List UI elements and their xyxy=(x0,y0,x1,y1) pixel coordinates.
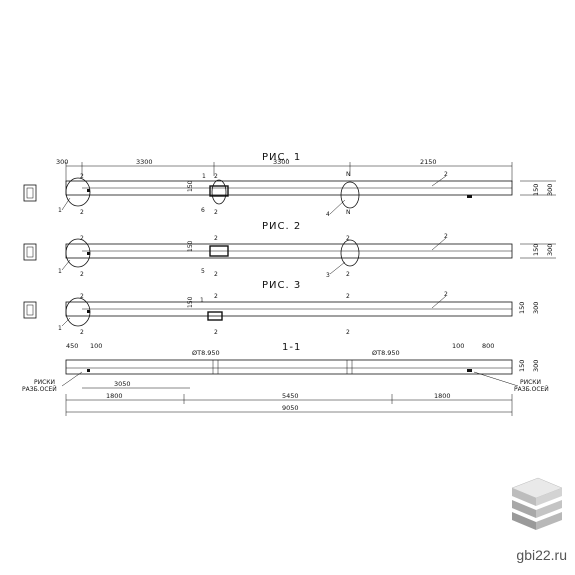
svg-text:300: 300 xyxy=(532,360,540,372)
bar-label-right: ØТ8.950 xyxy=(372,349,400,357)
svg-text:2: 2 xyxy=(444,291,448,298)
svg-text:N: N xyxy=(346,209,351,216)
svg-text:150: 150 xyxy=(187,296,194,308)
figure-3-title: РИС. 3 xyxy=(262,280,301,291)
site-watermark: gbi22.ru xyxy=(516,547,567,563)
svg-text:3: 3 xyxy=(326,272,330,279)
svg-text:150: 150 xyxy=(187,180,194,192)
svg-text:150: 150 xyxy=(518,302,526,314)
svg-text:2: 2 xyxy=(80,293,84,300)
marks-right-line2: РАЗБ.ОСЕЙ xyxy=(514,386,549,393)
stacked-slabs-logo xyxy=(511,477,563,530)
svg-text:2: 2 xyxy=(214,329,218,336)
svg-text:2: 2 xyxy=(80,173,84,180)
marks-right-line1: РИСКИ xyxy=(520,379,541,386)
dim-800: 800 xyxy=(482,342,494,350)
dim-9050: 9050 xyxy=(282,404,299,412)
dim-1800-b: 1800 xyxy=(434,392,451,400)
svg-text:1: 1 xyxy=(58,207,62,214)
svg-text:2: 2 xyxy=(214,271,218,278)
svg-text:150: 150 xyxy=(532,244,540,256)
svg-text:300: 300 xyxy=(546,184,554,196)
figure-1: РИС. 1 300 3300 3300 2150 2 2 1 2 2 N N … xyxy=(23,152,556,218)
svg-text:1: 1 xyxy=(202,173,206,180)
dim-5450: 5450 xyxy=(282,392,299,400)
svg-text:2: 2 xyxy=(346,293,350,300)
section-title: 1-1 xyxy=(282,342,301,353)
svg-text:2: 2 xyxy=(346,271,350,278)
svg-text:300: 300 xyxy=(532,302,540,314)
dim-450: 450 xyxy=(66,342,78,350)
callout-n: N xyxy=(346,171,351,178)
figure-1-title: РИС. 1 xyxy=(262,152,301,163)
dim-3300-a: 3300 xyxy=(136,158,153,166)
figure-3: РИС. 3 2 2 2 2 2 2 1 1 2 150 300 150 xyxy=(23,280,540,336)
dim-300: 300 xyxy=(56,158,68,166)
svg-text:2: 2 xyxy=(444,233,448,240)
svg-text:1: 1 xyxy=(58,268,62,275)
svg-text:1: 1 xyxy=(200,297,204,304)
svg-text:4: 4 xyxy=(326,211,330,218)
svg-text:6: 6 xyxy=(201,207,205,214)
dim-100-b: 100 xyxy=(452,342,464,350)
svg-text:2: 2 xyxy=(214,209,218,216)
marks-left-line2: РАЗБ.ОСЕЙ xyxy=(22,386,57,393)
marks-left-line1: РИСКИ xyxy=(34,379,55,386)
svg-text:2: 2 xyxy=(214,173,218,180)
svg-text:2: 2 xyxy=(214,235,218,242)
section-1-1: 1-1 450 100 100 800 ØТ8.950 ØТ8.950 150 … xyxy=(22,342,549,416)
dim-3050: 3050 xyxy=(114,380,131,388)
dim-100-a: 100 xyxy=(90,342,102,350)
svg-text:2: 2 xyxy=(346,329,350,336)
svg-text:2: 2 xyxy=(214,293,218,300)
dim-3300-b: 3300 xyxy=(273,158,290,166)
svg-text:5: 5 xyxy=(201,268,205,275)
figure-2: РИС. 2 2 2 2 2 2 2 1 5 3 2 150 300 150 xyxy=(23,221,556,279)
svg-text:2: 2 xyxy=(80,235,84,242)
dim-1800-a: 1800 xyxy=(106,392,123,400)
svg-text:300: 300 xyxy=(546,244,554,256)
svg-text:1: 1 xyxy=(58,325,62,332)
svg-text:150: 150 xyxy=(187,240,194,252)
svg-text:2: 2 xyxy=(80,329,84,336)
svg-text:150: 150 xyxy=(532,184,540,196)
svg-text:2: 2 xyxy=(444,171,448,178)
svg-text:150: 150 xyxy=(518,360,526,372)
bar-label-left: ØТ8.950 xyxy=(192,349,220,357)
svg-text:2: 2 xyxy=(80,271,84,278)
svg-text:2: 2 xyxy=(80,209,84,216)
figure-2-title: РИС. 2 xyxy=(262,221,301,232)
svg-text:2: 2 xyxy=(346,235,350,242)
dim-2150: 2150 xyxy=(420,158,437,166)
